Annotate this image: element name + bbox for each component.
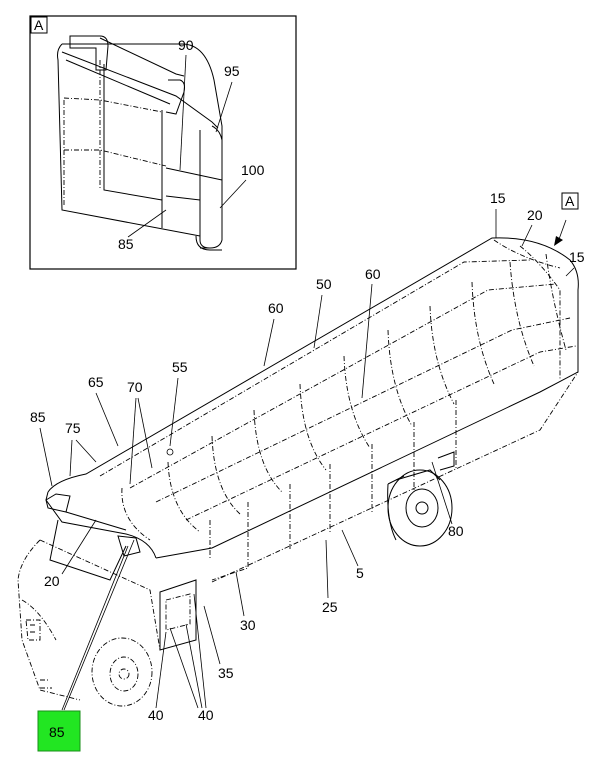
callout-20-a: 20 bbox=[527, 207, 543, 223]
inset-callouts: 90 95 100 85 bbox=[118, 37, 265, 252]
callout-85-top: 85 bbox=[30, 409, 46, 425]
callout-75: 75 bbox=[65, 420, 81, 436]
callout-30: 30 bbox=[240, 617, 256, 633]
hotspot-box[interactable] bbox=[37, 710, 81, 752]
callout-40-a: 40 bbox=[148, 707, 164, 723]
callout-70: 70 bbox=[127, 379, 143, 395]
callout-5: 5 bbox=[356, 565, 364, 581]
callout-60-a: 60 bbox=[365, 266, 381, 282]
inset-tag: A bbox=[34, 17, 44, 33]
main-callouts: A 15 20 15 60 50 60 55 65 70 85 75 20 80… bbox=[30, 190, 585, 723]
callout-25: 25 bbox=[322, 599, 338, 615]
callout-40-b: 40 bbox=[198, 707, 214, 723]
callout-100: 100 bbox=[241, 162, 265, 178]
callout-55: 55 bbox=[172, 359, 188, 375]
inset-detail-a: A 90 95 100 bbox=[29, 15, 297, 270]
callout-35: 35 bbox=[218, 665, 234, 681]
callout-65: 65 bbox=[88, 374, 104, 390]
callout-85-inset: 85 bbox=[118, 236, 134, 252]
bus-drawing bbox=[17, 237, 579, 707]
rear-cap-drawing bbox=[57, 35, 223, 251]
view-tag: A bbox=[565, 193, 575, 209]
hotspot-label: 85 bbox=[49, 724, 65, 740]
callout-15-b: 15 bbox=[569, 249, 585, 265]
callout-95: 95 bbox=[224, 63, 240, 79]
callout-85-hotspot[interactable]: 85 bbox=[37, 710, 81, 752]
callout-80: 80 bbox=[448, 523, 464, 539]
callout-50: 50 bbox=[316, 276, 332, 292]
callout-60-b: 60 bbox=[268, 300, 284, 316]
callout-20-b: 20 bbox=[44, 573, 60, 589]
callout-90: 90 bbox=[178, 37, 194, 53]
callout-15-a: 15 bbox=[490, 190, 506, 206]
